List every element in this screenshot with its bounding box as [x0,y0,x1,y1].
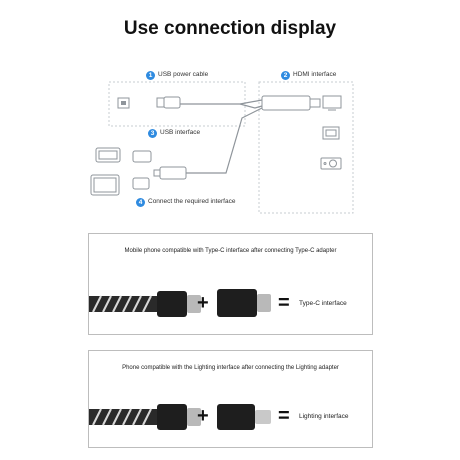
usb-power-box [108,81,246,127]
lightning-cable-illustration [89,404,271,430]
cable-lines [180,99,263,174]
adapter-plug-icon-2 [132,177,150,190]
lightning-panel: Phone compatible with the Lighting inter… [88,350,373,448]
hdmi-box [258,81,354,214]
monitor-icon [322,126,340,140]
tv-icon [322,95,342,111]
step-badge: 2 [281,70,290,80]
tablet-icon [90,174,120,196]
page-title: Use connection display [123,18,337,39]
phone-icon [95,147,121,163]
typec-adapter-tip [257,294,271,312]
equals-sign: = [278,292,290,314]
result-label: Type-C interface [299,300,347,307]
cable-connector-head [157,291,187,317]
hdmi-plug-icon [261,95,321,111]
panel-caption: Phone compatible with the Lighting inter… [122,365,339,371]
typec-plug-tip [187,295,201,313]
cable-connector-icon [153,166,187,180]
equals-sign: = [278,405,290,427]
plus-sign: + [197,292,209,314]
projector-icon [320,157,342,170]
step-badge: 4 [136,197,145,207]
lightning-adapter [217,404,255,430]
lightning-adapter-tip [255,410,271,424]
braided-cable [89,408,159,426]
typec-cable-illustration [89,289,271,317]
typec-plug-tip [187,408,201,426]
typec-panel: Mobile phone compatible with Type-C inte… [88,233,373,335]
cable-connector-head [157,404,187,430]
result-label: Lighting interface [299,413,349,420]
step-badge: 1 [146,70,155,80]
plus-sign: + [197,405,209,427]
usb-plug-icon [156,96,181,109]
step-badge: 3 [148,128,157,138]
usb-socket-icon [117,97,130,109]
braided-cable [89,295,159,313]
panel-caption: Mobile phone compatible with Type-C inte… [124,248,337,254]
typec-adapter [217,289,257,317]
adapter-plug-icon [132,150,152,163]
connection-diagram [90,81,354,214]
